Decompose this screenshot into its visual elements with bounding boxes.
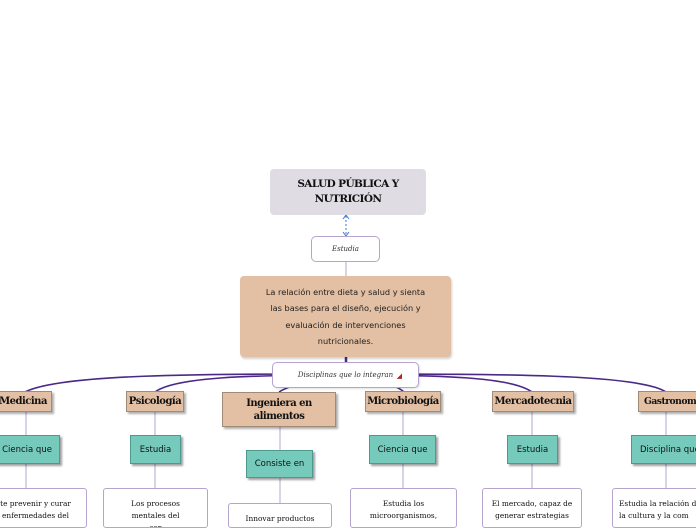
relation-label: Ciencia que <box>2 444 52 455</box>
relation-psicologia[interactable]: Estudia <box>130 435 181 464</box>
discipline-ingenieria[interactable]: Ingeniera en alimentos <box>222 392 336 427</box>
discipline-gastronomia[interactable]: Gastronomía <box>638 391 696 412</box>
description-gastronomia[interactable]: Estudia la relación de la cultura y la c… <box>612 488 696 528</box>
collapse-arrow-icon[interactable]: ◢ <box>396 372 402 380</box>
description-medicina[interactable]: te prevenir y curar enfermedades del <box>0 488 87 528</box>
description-psicologia[interactable]: Los procesos mentales del ser <box>103 488 208 528</box>
child-connectors <box>25 412 667 503</box>
description-mercadotecnia[interactable]: El mercado, capaz de generar estrategias <box>482 488 582 528</box>
link-label-estudia[interactable]: Estudia <box>311 236 380 262</box>
relation-label: Consiste en <box>254 459 305 469</box>
description-text: Estudia la relación de la cultura y la c… <box>619 499 696 520</box>
link-label-estudia-text: Estudia <box>332 245 359 253</box>
relation-medicina[interactable]: Ciencia que <box>0 435 60 464</box>
relation-mercadotecnia[interactable]: Estudia <box>507 435 558 464</box>
link-label-disciplinas-text: Disciplinas que lo integran <box>297 371 394 379</box>
central-topic[interactable]: La relación entre dieta y salud y sienta… <box>240 276 451 357</box>
description-text: Innovar productos <box>245 514 315 523</box>
description-microbiologia[interactable]: Estudia los microorganismos, <box>350 488 457 528</box>
relation-label: Ciencia que <box>377 444 428 455</box>
discipline-title: Gastronomía <box>644 396 696 407</box>
description-text: te prevenir y curar enfermedades del <box>0 499 71 520</box>
description-text: El mercado, capaz de generar estrategias <box>491 499 573 520</box>
discipline-mercadotecnia[interactable]: Mercadotecnia <box>492 391 574 412</box>
central-text: La relación entre dieta y salud y sienta… <box>265 286 426 347</box>
discipline-psicologia[interactable]: Psicología <box>126 391 184 412</box>
relation-gastronomia[interactable]: Disciplina que <box>631 435 696 464</box>
description-text: Los procesos mentales del ser <box>131 499 180 528</box>
relation-label: Estudia <box>516 444 549 455</box>
relation-label: Estudia <box>139 444 172 455</box>
relation-ingenieria[interactable]: Consiste en <box>246 450 313 478</box>
arrow-up-icon <box>342 214 350 220</box>
discipline-medicina[interactable]: Medicina <box>0 391 52 412</box>
root-topic[interactable]: SALUD PÚBLICA Y NUTRICIÓN <box>270 169 426 215</box>
discipline-title: Mercadotecnia <box>494 396 572 407</box>
relation-label: Disciplina que <box>640 444 696 455</box>
discipline-microbiologia[interactable]: Microbiología <box>365 391 441 412</box>
discipline-title: Medicina <box>0 396 47 407</box>
root-title: SALUD PÚBLICA Y NUTRICIÓN <box>297 178 399 205</box>
discipline-title: Psicología <box>128 396 182 407</box>
description-ingenieria[interactable]: Innovar productos <box>228 503 332 528</box>
link-label-disciplinas[interactable]: Disciplinas que lo integran ◢ <box>272 362 419 388</box>
description-text: Estudia los microorganismos, <box>369 499 438 520</box>
discipline-title: Ingeniera en alimentos <box>246 397 312 422</box>
relation-microbiologia[interactable]: Ciencia que <box>369 435 436 464</box>
discipline-title: Microbiología <box>367 396 439 407</box>
